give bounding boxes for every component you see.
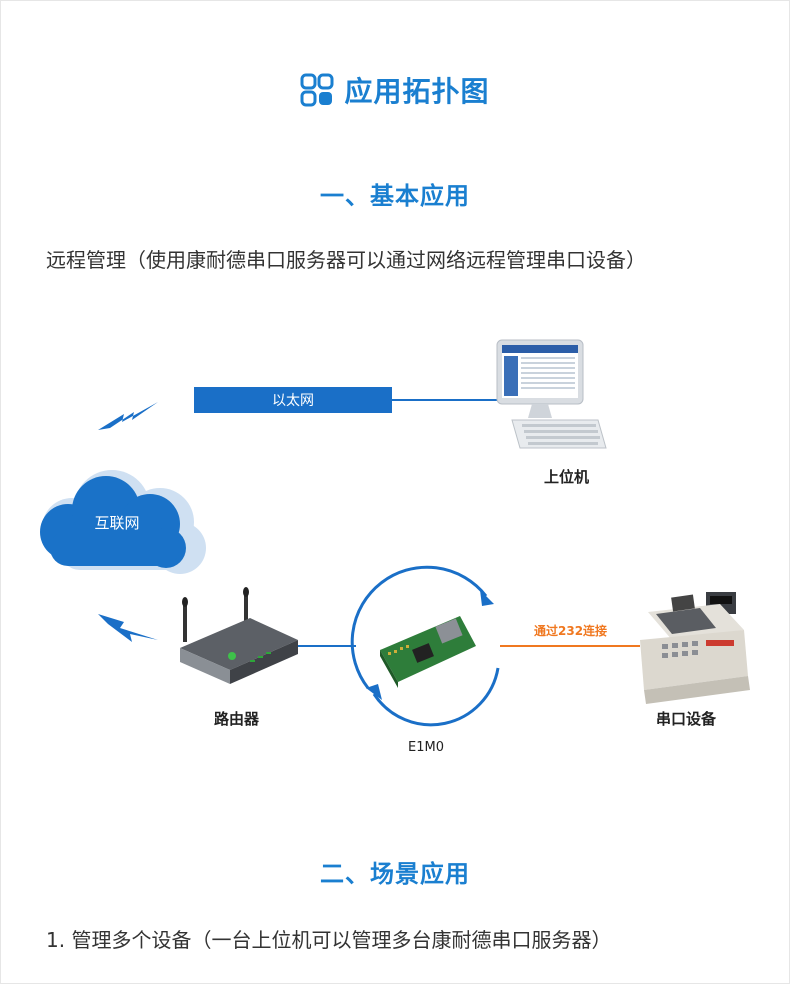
- page-title: 应用拓扑图: [300, 70, 489, 110]
- section2-item1: 1. 管理多个设备（一台上位机可以管理多台康耐德串口服务器）: [46, 928, 612, 952]
- host-label: 上位机: [544, 468, 590, 486]
- section1-description: 远程管理（使用康耐德串口服务器可以通过网络远程管理串口设备）: [46, 248, 646, 272]
- host-computer-icon: [496, 339, 607, 449]
- serial-device-icon: [640, 592, 750, 704]
- device-label: E1M0: [408, 740, 444, 755]
- serial-device-label: 串口设备: [656, 710, 717, 728]
- section2-heading: 二、场景应用: [320, 860, 470, 888]
- internet-label: 互联网: [94, 514, 140, 532]
- serial-link-label: 通过232连接: [534, 624, 608, 638]
- router-label: 路由器: [214, 710, 260, 728]
- internet-cloud-icon: [40, 470, 206, 574]
- title-row: 应用拓扑图: [0, 70, 790, 111]
- section1-heading: 一、基本应用: [320, 182, 470, 210]
- page-title-text: 应用拓扑图: [344, 75, 490, 108]
- grid-icon: [300, 73, 334, 107]
- wireless-bolt-icon: [98, 402, 158, 430]
- router-icon: [180, 587, 298, 684]
- ethernet-label: 以太网: [194, 387, 392, 413]
- e1m0-module-icon: [350, 565, 500, 727]
- wireless-bolt-icon: [98, 614, 158, 642]
